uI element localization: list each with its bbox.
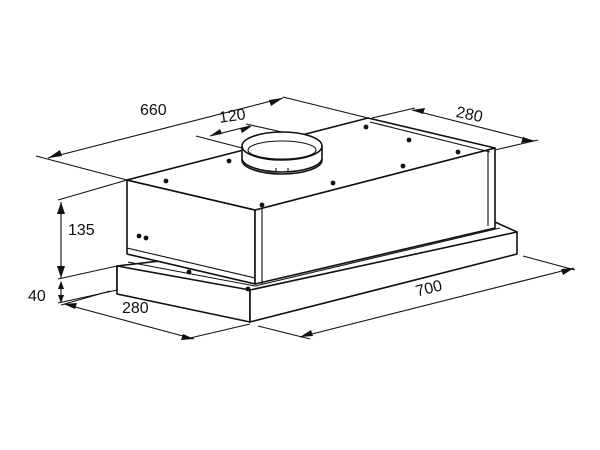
- dimension-line-280-top: [371, 107, 539, 151]
- label-outlet-diameter: 120: [218, 106, 247, 127]
- dimension-line-700: [257, 255, 576, 340]
- label-panel-height: 40: [28, 288, 46, 305]
- label-top-width: 660: [140, 102, 167, 119]
- label-bottom-depth: 280: [122, 300, 149, 317]
- dimension-line-660: [35, 96, 369, 181]
- screw-holes: [136, 124, 461, 292]
- label-body-height: 135: [68, 222, 95, 239]
- exhaust-outlet-collar: [241, 131, 323, 175]
- dimension-line-135: [57, 179, 128, 280]
- dimension-line-120: [195, 123, 283, 149]
- dimension-line-280-bottom: [60, 290, 251, 340]
